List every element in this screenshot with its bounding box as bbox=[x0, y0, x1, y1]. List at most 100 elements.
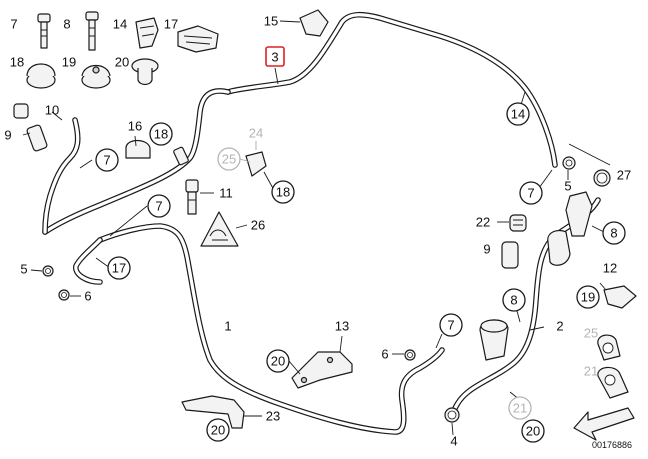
callout-5-a: 5 bbox=[20, 262, 27, 277]
svg-text:9: 9 bbox=[483, 242, 490, 257]
svg-text:25: 25 bbox=[222, 152, 236, 167]
svg-text:2: 2 bbox=[556, 319, 563, 334]
o-ring-6-left-icon bbox=[58, 289, 70, 301]
callout-19-a: 19 bbox=[62, 55, 76, 70]
callout-5-b: 5 bbox=[564, 179, 571, 194]
svg-text:16: 16 bbox=[128, 119, 142, 134]
document-number: 00176886 bbox=[592, 440, 632, 450]
callout-6-b: 6 bbox=[381, 347, 388, 362]
callout-18-a: 18 bbox=[10, 55, 24, 70]
svg-text:8: 8 bbox=[510, 293, 517, 308]
cap-22-icon bbox=[509, 214, 527, 232]
callout-20-d: 20 bbox=[521, 419, 545, 443]
dryer-bottle-8-icon bbox=[479, 319, 509, 361]
callout-16: 16 bbox=[128, 119, 142, 134]
callout-1: 1 bbox=[224, 319, 231, 334]
svg-text:20: 20 bbox=[271, 354, 285, 369]
svg-text:7: 7 bbox=[103, 153, 110, 168]
clip-17-icon bbox=[177, 25, 219, 53]
svg-text:14: 14 bbox=[511, 107, 525, 122]
svg-text:10: 10 bbox=[45, 103, 59, 118]
svg-text:21: 21 bbox=[513, 401, 527, 416]
svg-text:19: 19 bbox=[62, 55, 76, 70]
svg-text:17: 17 bbox=[164, 17, 178, 32]
bolt-8-icon bbox=[85, 11, 99, 51]
callout-7-d: 7 bbox=[519, 181, 543, 205]
callout-19-b: 19 bbox=[576, 285, 600, 309]
clip-15-icon bbox=[299, 9, 329, 37]
valve-cap-9-icon bbox=[13, 103, 48, 152]
callout-9-b: 9 bbox=[483, 242, 490, 257]
svg-text:7: 7 bbox=[155, 199, 162, 214]
direction-arrow-icon bbox=[573, 407, 635, 441]
grommet-18-icon bbox=[26, 63, 56, 89]
callout-22: 22 bbox=[476, 215, 490, 230]
callout-21-b: 21 bbox=[508, 396, 532, 420]
o-ring-4-icon bbox=[444, 407, 460, 423]
callout-17-a: 17 bbox=[164, 17, 178, 32]
svg-text:7: 7 bbox=[10, 17, 17, 32]
svg-text:23: 23 bbox=[266, 409, 280, 424]
callout-2: 2 bbox=[556, 319, 563, 334]
callout-20-b: 20 bbox=[266, 349, 290, 373]
sensor-11-icon bbox=[185, 179, 199, 215]
svg-text:20: 20 bbox=[115, 55, 129, 70]
svg-text:9: 9 bbox=[4, 128, 11, 143]
svg-text:5: 5 bbox=[564, 179, 571, 194]
clamp-16-icon bbox=[125, 139, 189, 166]
svg-text:20: 20 bbox=[526, 424, 540, 439]
svg-text:11: 11 bbox=[219, 186, 233, 201]
svg-text:17: 17 bbox=[112, 261, 126, 276]
callout-3-highlighted[interactable]: 3 bbox=[265, 46, 285, 67]
bolt-7-icon bbox=[37, 13, 51, 49]
callout-20-a: 20 bbox=[115, 55, 129, 70]
callout-18-c: 18 bbox=[271, 180, 295, 204]
callout-9-a: 9 bbox=[4, 128, 11, 143]
svg-text:18: 18 bbox=[154, 127, 168, 142]
svg-text:8: 8 bbox=[610, 226, 617, 241]
clamp-25-icon bbox=[597, 334, 621, 361]
o-ring-27-icon bbox=[593, 169, 611, 187]
callout-24: 24 bbox=[249, 126, 263, 141]
svg-text:21: 21 bbox=[584, 364, 598, 379]
callout-20-c: 20 bbox=[206, 418, 230, 442]
pipe-upper-left-line bbox=[42, 88, 231, 235]
svg-text:1: 1 bbox=[224, 319, 231, 334]
callout-25-b: 25 bbox=[584, 326, 598, 341]
callout-12: 12 bbox=[603, 261, 617, 276]
callout-11: 11 bbox=[219, 186, 233, 201]
callout-27: 27 bbox=[617, 168, 631, 183]
svg-text:24: 24 bbox=[249, 126, 263, 141]
callout-7-e: 7 bbox=[439, 313, 463, 337]
svg-text:20: 20 bbox=[211, 423, 225, 438]
callout-7-a: 7 bbox=[10, 17, 17, 32]
svg-text:4: 4 bbox=[450, 434, 457, 449]
cap-9-right-icon bbox=[501, 241, 519, 269]
grommet-19-icon bbox=[81, 64, 111, 89]
callout-8-b: 8 bbox=[602, 221, 626, 245]
callout-13: 13 bbox=[335, 319, 349, 334]
svg-text:6: 6 bbox=[84, 289, 91, 304]
callout-7-b: 7 bbox=[95, 148, 119, 172]
callout-23: 23 bbox=[266, 409, 280, 424]
callout-15: 15 bbox=[264, 14, 278, 29]
callout-6-a: 6 bbox=[84, 289, 91, 304]
svg-text:27: 27 bbox=[617, 168, 631, 183]
svg-text:3: 3 bbox=[271, 50, 278, 65]
svg-text:18: 18 bbox=[10, 55, 24, 70]
o-ring-5-right-icon bbox=[562, 156, 576, 170]
plug-20-icon bbox=[131, 58, 159, 86]
callout-26: 26 bbox=[251, 218, 265, 233]
svg-text:19: 19 bbox=[581, 290, 595, 305]
callout-8-a: 8 bbox=[63, 17, 70, 32]
svg-text:13: 13 bbox=[335, 319, 349, 334]
callout-25-a: 25 bbox=[217, 147, 241, 171]
callout-4: 4 bbox=[450, 434, 457, 449]
warning-label-26-icon bbox=[200, 211, 239, 247]
svg-text:15: 15 bbox=[264, 14, 278, 29]
svg-text:26: 26 bbox=[251, 218, 265, 233]
svg-text:22: 22 bbox=[476, 215, 490, 230]
callout-21-a: 21 bbox=[584, 364, 598, 379]
pipe-1-main-line bbox=[97, 223, 445, 435]
